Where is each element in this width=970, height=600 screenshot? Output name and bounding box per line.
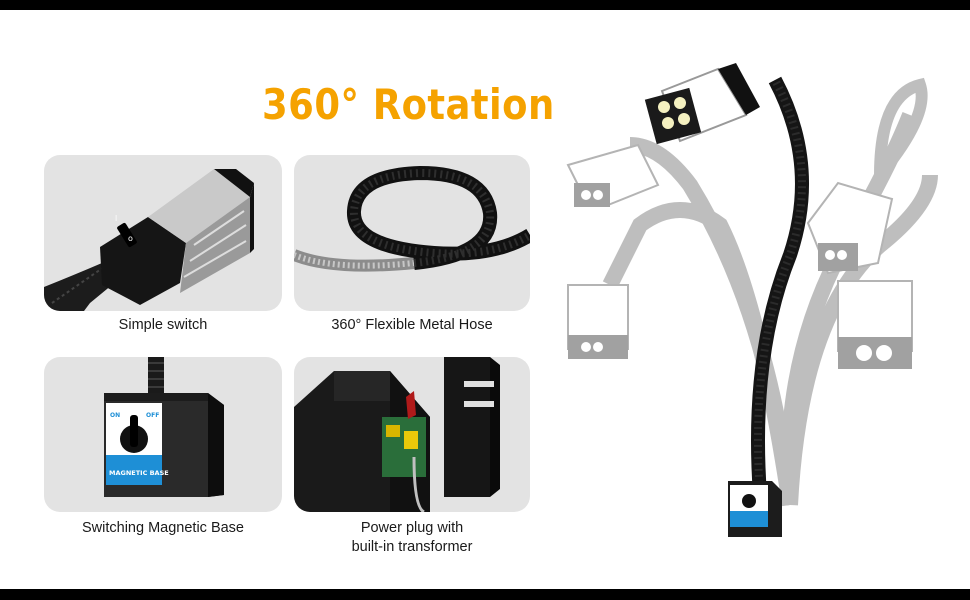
caption-magnetic-base: Switching Magnetic Base <box>82 520 244 536</box>
metal-hose-image <box>294 165 530 272</box>
feature-tile-simple-switch: l o <box>44 155 282 311</box>
svg-text:o: o <box>128 234 133 243</box>
headline-rotation: 360° Rotation <box>262 80 555 129</box>
caption-power-plug-line-1: Power plug with <box>360 520 464 536</box>
feature-tile-magnetic-base: ON OFF MAGNETIC BASE <box>44 357 282 512</box>
base-name-label: MAGNETIC BASE <box>109 469 169 477</box>
caption-power-plug-line-2: built-in transformer <box>351 539 473 555</box>
svg-text:l: l <box>115 214 117 223</box>
magnetic-base-image: ON OFF MAGNETIC BASE <box>104 357 224 497</box>
caption-flexible-hose: 360° Flexible Metal Hose <box>331 317 493 333</box>
feature-tile-flexible-hose <box>294 155 530 311</box>
feature-tile-power-plug <box>294 357 530 512</box>
base-on-label: ON <box>110 412 120 419</box>
bottom-frame-bar <box>0 589 970 600</box>
caption-simple-switch: Simple switch <box>118 317 208 333</box>
top-frame-bar <box>0 0 970 10</box>
switch-housing-image: l o <box>44 169 254 311</box>
base-off-label: OFF <box>146 412 159 419</box>
ghost-lamp-positions <box>566 77 938 507</box>
power-plug-image <box>294 357 500 512</box>
caption-power-plug: Power plug with built-in transformer <box>294 519 530 557</box>
main-lamp <box>644 63 809 537</box>
lamp-rotation-illustration <box>566 63 938 537</box>
